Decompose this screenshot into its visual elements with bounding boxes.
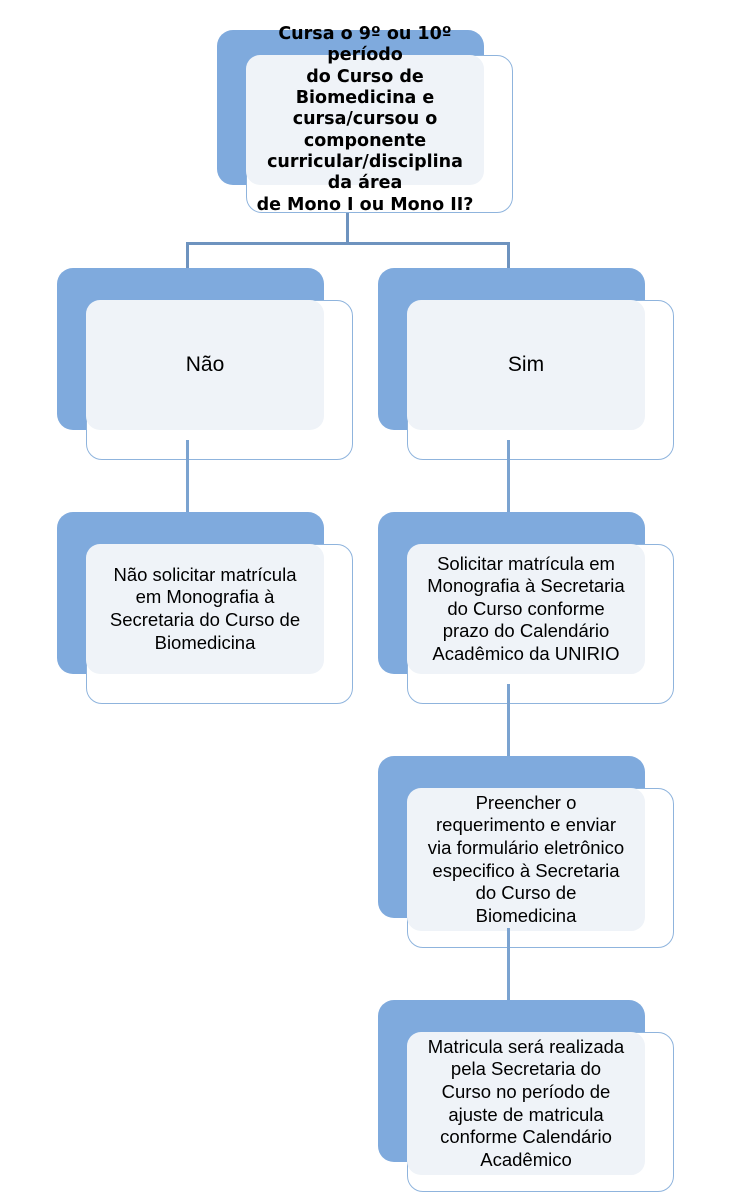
connector-preencher-to-matricula (507, 928, 510, 1000)
branch-nao-text: Não (86, 300, 324, 430)
action-node-matricula-realizada[interactable]: Matricula será realizada pela Secretaria… (378, 1000, 676, 1192)
branch-sim-text: Sim (407, 300, 645, 430)
action-node-nao-solicitar-matricula[interactable]: Não solicitar matrícula em Monografia à … (57, 512, 355, 704)
decision-node-periodo-mono[interactable]: Cursa o 9º ou 10º período do Curso de Bi… (217, 24, 515, 215)
connector-sim-to-solicitar (507, 440, 510, 512)
branch-node-sim[interactable]: Sim (378, 268, 676, 460)
connector-decision-stem (346, 213, 349, 245)
connector-nao-to-nao-action (186, 440, 189, 512)
connector-branch-bar (186, 242, 510, 245)
connector-solicitar-to-preencher (507, 684, 510, 756)
action-matricula-realizada-text: Matricula será realizada pela Secretaria… (407, 1032, 645, 1175)
connector-drop-sim (507, 242, 510, 270)
action-node-solicitar-matricula[interactable]: Solicitar matrícula em Monografia à Secr… (378, 512, 676, 704)
action-solicitar-text: Solicitar matrícula em Monografia à Secr… (407, 544, 645, 674)
action-nao-solicitar-text: Não solicitar matrícula em Monografia à … (86, 544, 324, 674)
decision-node-text: Cursa o 9º ou 10º período do Curso de Bi… (246, 24, 484, 215)
connector-drop-nao (186, 242, 189, 270)
action-preencher-text: Preencher o requerimento e enviar via fo… (407, 788, 645, 931)
branch-node-nao[interactable]: Não (57, 268, 355, 460)
action-node-preencher-requerimento[interactable]: Preencher o requerimento e enviar via fo… (378, 756, 676, 948)
